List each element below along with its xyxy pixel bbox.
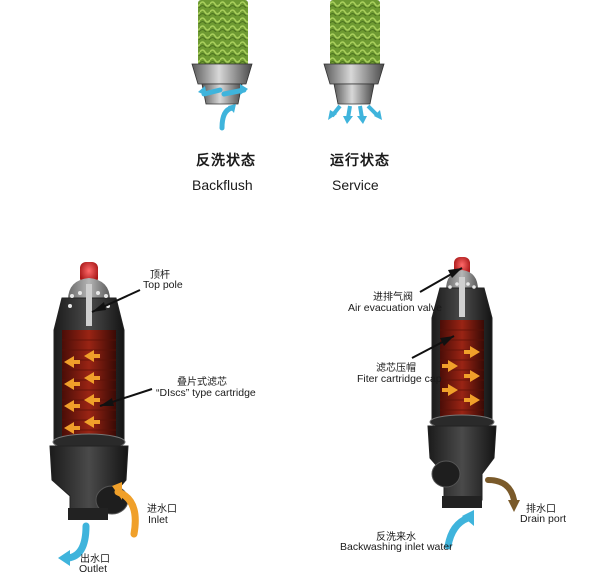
air-valve-label-cn: 进排气阀 (373, 292, 413, 303)
discs-label-cn: 叠片式滤芯 (177, 377, 227, 388)
backwash-inlet-label-cn: 反洗来水 (376, 532, 416, 543)
backflush-label-en: Backflush (192, 177, 253, 193)
top-pole-label-cn: 顶杆 (150, 270, 170, 281)
air-valve-label-en: Air evacuation valve (348, 302, 442, 314)
cartridge-cap-label-cn: 滤芯压帽 (376, 363, 416, 374)
drain-port-label-cn: 排水口 (526, 504, 556, 515)
backflush-label-cn: 反洗状态 (196, 153, 256, 169)
service-label-en: Service (332, 177, 379, 193)
inlet-label-en: Inlet (148, 514, 168, 526)
service-label-cn: 运行状态 (330, 153, 390, 169)
discs-label-en: “DIscs” type cartridge (156, 387, 256, 399)
service-cartridge (323, 0, 385, 124)
right-filter-body (427, 257, 520, 550)
drain-port-label-en: Drain port (520, 513, 567, 525)
left-filter-body (49, 262, 139, 566)
backwash-inlet-label-en: Backwashing inlet water (340, 541, 453, 553)
backflush-cartridge (191, 0, 253, 131)
outlet-label-cn: 出水口 (80, 554, 110, 565)
outlet-label-en: Outlet (79, 563, 108, 575)
inlet-label-cn: 进水口 (147, 504, 177, 515)
top-pole-label-en: Top pole (143, 279, 183, 291)
cartridge-cap-label-en: Fiter cartridge cap (357, 373, 442, 385)
